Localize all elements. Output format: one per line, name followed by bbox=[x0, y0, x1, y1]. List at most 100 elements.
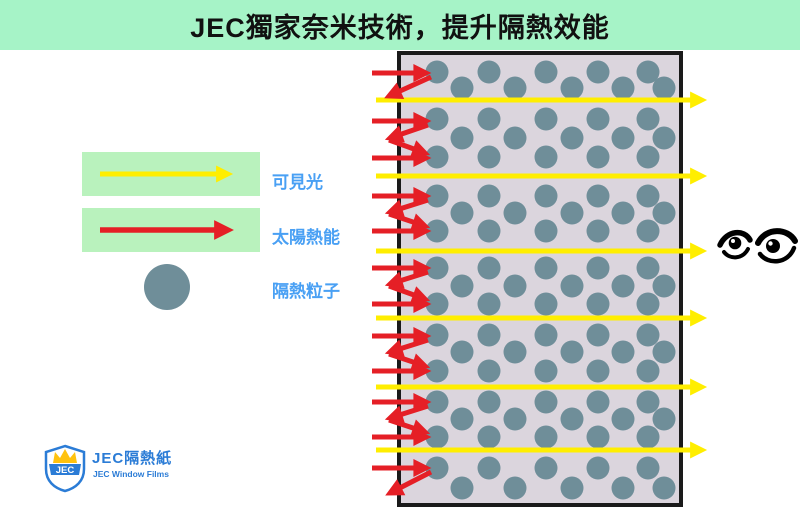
insulation-particle-dot bbox=[425, 219, 449, 243]
insulation-particle-dot bbox=[586, 145, 610, 169]
insulation-particle-dot bbox=[560, 274, 584, 298]
insulation-particle-dot bbox=[652, 126, 676, 150]
insulation-particle-dot bbox=[477, 184, 501, 208]
insulation-particle-dot bbox=[586, 107, 610, 131]
insulation-particle-dot bbox=[636, 184, 660, 208]
solar-heat-ray bbox=[384, 197, 429, 217]
right-eye bbox=[755, 228, 798, 264]
insulation-particle-dot bbox=[450, 274, 474, 298]
insulation-particle-dot bbox=[586, 292, 610, 316]
insulation-particle-dot bbox=[560, 126, 584, 150]
insulation-particle-dot bbox=[425, 323, 449, 347]
insulation-particle-dot bbox=[425, 456, 449, 480]
insulation-particle-dot bbox=[636, 425, 660, 449]
insulation-particle-dot bbox=[534, 323, 558, 347]
insulation-particle-dot bbox=[560, 340, 584, 364]
insulation-particle-dot bbox=[425, 390, 449, 414]
insulation-film bbox=[397, 51, 683, 507]
solar-heat-ray bbox=[385, 469, 433, 496]
insulation-particle-dot bbox=[636, 359, 660, 383]
insulation-particle-dot bbox=[425, 145, 449, 169]
insulation-particle-dot bbox=[534, 359, 558, 383]
solar-heat-ray bbox=[388, 351, 431, 371]
crown-icon bbox=[53, 449, 77, 463]
insulation-particle-dot bbox=[611, 340, 635, 364]
insulation-particle-dot bbox=[450, 201, 474, 225]
insulation-particle-dot bbox=[534, 425, 558, 449]
solar-heat-ray bbox=[384, 122, 429, 143]
insulation-particle-dot bbox=[477, 390, 501, 414]
legend-label-insulation-particle: 隔熱粒子 bbox=[272, 282, 340, 301]
shield-text: JEC bbox=[56, 465, 75, 476]
insulation-particle-dot bbox=[477, 456, 501, 480]
insulation-particle-dot bbox=[534, 256, 558, 280]
insulation-particle-dot bbox=[560, 407, 584, 431]
insulation-particle-dot bbox=[477, 359, 501, 383]
insulation-particle-dot bbox=[503, 407, 527, 431]
solar-heat-ray bbox=[388, 211, 431, 231]
insulation-particle-dot bbox=[477, 107, 501, 131]
insulation-particle-dot bbox=[477, 145, 501, 169]
legend-label-visible-light: 可見光 bbox=[272, 173, 323, 192]
insulation-particle-dot bbox=[503, 274, 527, 298]
legend-box-visible-light bbox=[82, 152, 260, 196]
insulation-particle-dot bbox=[611, 126, 635, 150]
insulation-particle-dot bbox=[636, 390, 660, 414]
insulation-particle-dot bbox=[560, 76, 584, 100]
solar-heat-ray bbox=[388, 137, 431, 158]
insulation-particle-dot bbox=[503, 126, 527, 150]
brand-name-en: JEC Window Films bbox=[93, 469, 169, 479]
insulation-particle-dot bbox=[652, 476, 676, 500]
insulation-particle-dot bbox=[636, 107, 660, 131]
insulation-particle-dot bbox=[586, 219, 610, 243]
insulation-particle-dot bbox=[611, 476, 635, 500]
insulation-particle-dot bbox=[636, 292, 660, 316]
insulation-particle-dot bbox=[586, 60, 610, 84]
insulation-particle-dot bbox=[586, 390, 610, 414]
insulation-particle-dot bbox=[611, 201, 635, 225]
insulation-particle-dot bbox=[450, 76, 474, 100]
insulation-particle-dot bbox=[586, 425, 610, 449]
brand-name-zh: JEC隔熱紙 bbox=[92, 450, 173, 467]
insulation-particle-dot bbox=[534, 292, 558, 316]
brand-logo: JEC JEC隔熱紙 JEC Window Films bbox=[42, 443, 272, 495]
header-banner: JEC獨家奈米技術，提升隔熱效能 bbox=[0, 0, 800, 50]
insulation-particle-dot bbox=[534, 107, 558, 131]
insulation-particle-dot bbox=[450, 407, 474, 431]
insulation-particle-dot bbox=[425, 60, 449, 84]
insulation-particle-dot bbox=[586, 456, 610, 480]
insulation-particle-dot bbox=[534, 145, 558, 169]
insulation-particle-dot bbox=[425, 359, 449, 383]
solar-heat-ray bbox=[384, 403, 429, 423]
legend-box-solar-heat bbox=[82, 208, 260, 252]
legend-label-solar-heat: 太陽熱能 bbox=[272, 228, 340, 247]
insulation-particle-dot bbox=[534, 390, 558, 414]
insulation-particle-dot bbox=[611, 274, 635, 298]
insulation-particle-dot bbox=[611, 76, 635, 100]
insulation-particle-dot bbox=[477, 323, 501, 347]
insulation-particle-dot bbox=[477, 219, 501, 243]
insulation-particle-dot bbox=[636, 256, 660, 280]
jec-shield-icon: JEC bbox=[44, 444, 86, 493]
insulation-particle-dot bbox=[503, 76, 527, 100]
solar-heat-ray bbox=[388, 417, 431, 437]
insulation-particle-dot bbox=[652, 201, 676, 225]
insulation-particle-dot bbox=[534, 219, 558, 243]
insulation-particle-dot bbox=[425, 292, 449, 316]
insulation-particle-dot bbox=[503, 201, 527, 225]
insulation-particle-dot bbox=[586, 359, 610, 383]
insulation-particle-dot bbox=[636, 145, 660, 169]
observer-eyes-icon bbox=[717, 228, 798, 264]
insulation-particle-dot bbox=[450, 476, 474, 500]
insulation-particle-dot bbox=[450, 126, 474, 150]
insulation-particle-dot bbox=[477, 425, 501, 449]
insulation-particle-dot bbox=[636, 456, 660, 480]
insulation-particle-dot bbox=[636, 60, 660, 84]
insulation-particle-dot bbox=[560, 201, 584, 225]
insulation-particle-dot bbox=[652, 407, 676, 431]
insulation-particle-dot bbox=[636, 323, 660, 347]
solar-heat-ray bbox=[384, 74, 433, 100]
insulation-particle-dot bbox=[450, 340, 474, 364]
insulation-particle-dot bbox=[586, 323, 610, 347]
